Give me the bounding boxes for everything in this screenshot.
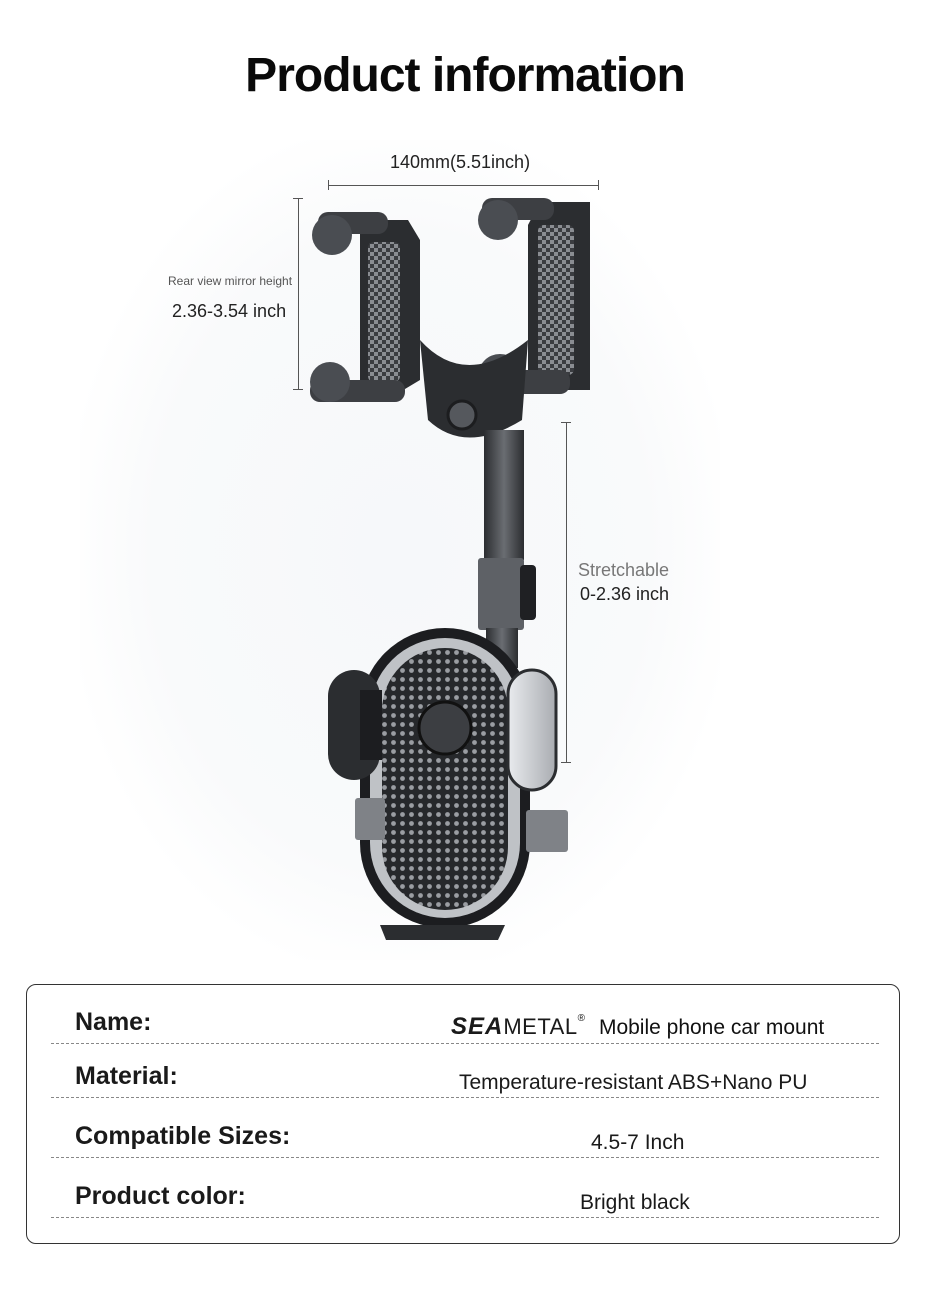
mirror-height-caption: Rear view mirror height [168,274,293,288]
mirror-tick-top [293,198,303,199]
mirror-height-range: 2.36-3.54 inch [172,301,287,321]
spec-row-sizes: Compatible Sizes: 4.5-7 Inch [51,1109,879,1158]
brand-logo-sea: SEA [451,1013,504,1040]
spec-row-color: Product color: Bright black [51,1169,879,1218]
width-tick-left [328,180,329,190]
phone-mount-image [310,198,590,940]
spec-row-material: Material: Temperature-resistant ABS+Nano… [51,1049,879,1098]
spec-value-color: Bright black [580,1191,690,1214]
stretch-caption: Stretchable [578,560,670,580]
brand-logo: SEAMETAL® Mobile phone car mount [451,1013,824,1041]
spec-row-name: Name: SEAMETAL® Mobile phone car mount [51,995,879,1044]
stretch-range: 0-2.36 inch [580,584,670,604]
stretch-tick-top [561,422,571,423]
spec-value-sizes: 4.5-7 Inch [591,1131,685,1154]
width-tick-right [598,180,599,190]
spec-table: Name: SEAMETAL® Mobile phone car mount Ma… [26,984,900,1244]
spec-value-name: Mobile phone car mount [598,1016,825,1039]
spec-label-sizes: Compatible Sizes: [75,1122,291,1150]
spec-value-material: Temperature-resistant ABS+Nano PU [459,1071,808,1094]
stretch-tick-bottom [561,762,571,763]
width-label: 140mm(5.51inch) [390,152,531,172]
brand-logo-metal: METAL [503,1014,578,1039]
spec-label-material: Material: [75,1062,178,1090]
mirror-height-line [298,198,299,390]
spec-label-name: Name: [75,1008,152,1036]
registered-mark: ® [577,1013,585,1024]
stretch-line [566,422,567,763]
mirror-tick-bottom [293,389,303,390]
page-title: Product information [245,49,686,102]
spec-label-color: Product color: [75,1182,246,1210]
width-dimension-line [328,185,599,186]
